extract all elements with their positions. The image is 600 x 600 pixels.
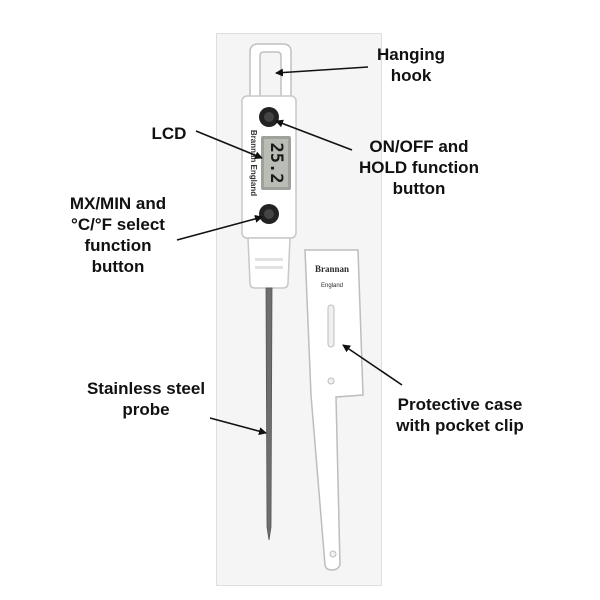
on-off-hold-button[interactable] <box>259 107 279 127</box>
probe-housing <box>247 237 291 289</box>
housing-groove <box>255 266 283 269</box>
arrow-max-min <box>176 214 263 241</box>
case-hole <box>327 377 335 385</box>
label-protective-case: Protective case with pocket clip <box>396 395 524 435</box>
thermometer: 25.2 Brannan England <box>241 43 297 541</box>
housing-groove <box>255 258 283 261</box>
label-lcd: LCD <box>151 124 187 143</box>
case-slot <box>327 304 335 348</box>
hanging-hook <box>249 43 292 99</box>
lcd-display: 25.2 <box>261 136 291 190</box>
case-body <box>304 249 364 571</box>
protective-case: Brannan England <box>304 249 364 571</box>
arrow-protective-case <box>342 344 403 386</box>
label-on-off-hold: ON/OFF and HOLD function button <box>359 137 479 198</box>
callout-arrows <box>176 66 403 436</box>
max-min-select-button[interactable] <box>259 204 279 224</box>
case-hole <box>329 550 337 558</box>
thermometer-brand: Brannan England <box>249 130 258 196</box>
arrow-probe <box>209 417 267 436</box>
case-country: England <box>321 283 343 289</box>
arrow-on-off-hold <box>275 119 353 151</box>
arrow-hanging-hook <box>275 66 369 77</box>
label-probe: Stainless steel probe <box>86 379 206 419</box>
label-max-min-select: MX/MIN and °C/°F select function button <box>69 194 167 276</box>
lcd-reading: 25.2 <box>266 143 286 184</box>
case-brand: Brannan <box>315 264 349 274</box>
arrow-lcd <box>195 130 263 160</box>
label-hanging-hook: Hanging hook <box>377 45 445 85</box>
stainless-steel-probe <box>265 287 273 541</box>
